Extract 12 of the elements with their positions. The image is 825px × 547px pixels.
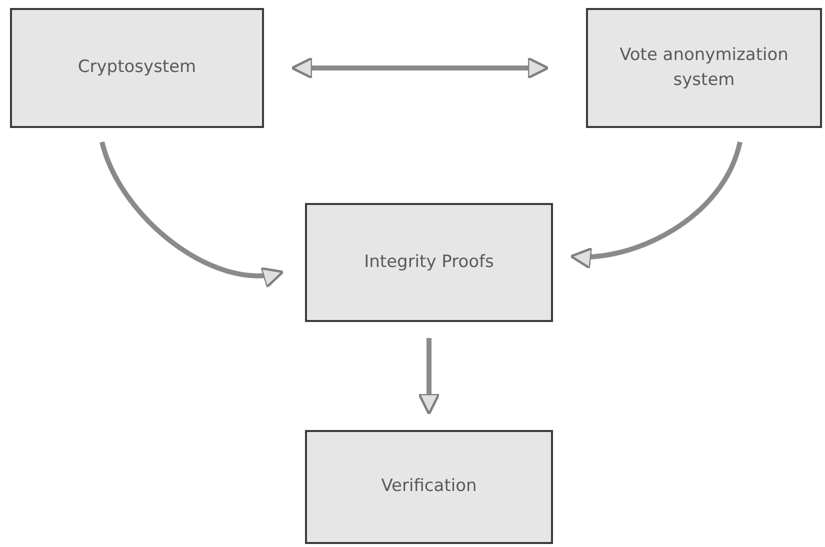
box-label: Verification: [381, 475, 477, 498]
box-label: Integrity Proofs: [364, 250, 494, 274]
process-box: [305, 203, 553, 322]
process-box: [305, 430, 553, 544]
process-box: [586, 8, 822, 128]
box-label: Cryptosystem: [78, 56, 196, 80]
process-box: [10, 8, 264, 128]
arrow: [290, 56, 550, 80]
arrow: [100, 141, 284, 287]
arrow: [418, 338, 440, 416]
arrow: [570, 141, 742, 268]
box-label: Vote anonymization system: [618, 44, 790, 92]
